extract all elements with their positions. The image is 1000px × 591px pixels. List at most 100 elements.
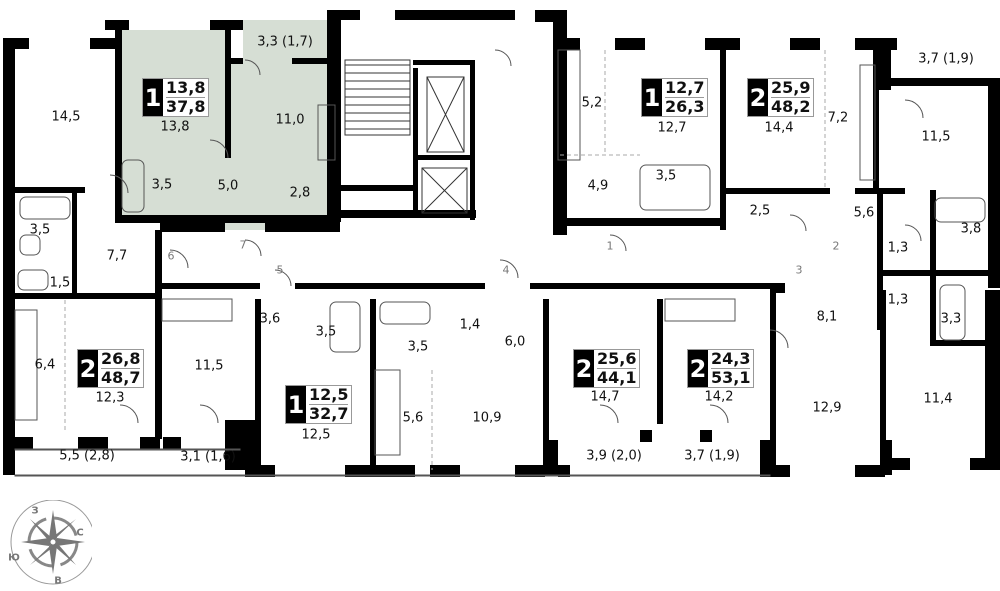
room-area-label: 1,4: [459, 317, 481, 333]
living-area: 13,8: [166, 78, 206, 98]
room-area-label: 5,5 (2,8): [59, 448, 115, 464]
room-area-label: 14,7: [590, 389, 620, 405]
bath-fixture: [121, 159, 145, 213]
room-area-label: 5,0: [217, 178, 239, 194]
room-area-label: 12,3: [95, 390, 125, 406]
room-area-label: 11,5: [921, 129, 951, 145]
room-area-label: 6,0: [504, 334, 526, 350]
wall: [160, 283, 260, 289]
door-swing: [199, 404, 219, 424]
wall: [515, 465, 545, 477]
living-area: 25,6: [597, 349, 637, 369]
bath-fixture: [17, 269, 49, 291]
bath-fixture: [934, 197, 986, 223]
wall: [15, 293, 155, 299]
door-swing: [609, 234, 627, 252]
kitchen-counter: [161, 298, 233, 322]
room-area-label: 3,3 (1,7): [257, 34, 313, 50]
wall: [565, 38, 580, 50]
wall: [988, 78, 1000, 288]
door-swing: [599, 404, 619, 424]
room-area-label: 3,5: [29, 222, 51, 238]
room-area-label: 14,5: [51, 109, 81, 125]
room-area-label: 3,5: [655, 168, 677, 184]
room-area-label: 11,5: [194, 358, 224, 374]
wall: [255, 299, 261, 469]
wall: [930, 340, 1000, 346]
wall: [345, 465, 375, 477]
wall: [873, 50, 879, 190]
wall: [105, 20, 129, 30]
entrance-door-number: 7: [239, 238, 247, 252]
kitchen-counter: [374, 369, 401, 456]
wall: [225, 58, 243, 64]
partitions: [14, 49, 986, 477]
door-swing: [499, 259, 519, 279]
room-area-label: 2,5: [749, 203, 771, 219]
wall: [558, 465, 570, 477]
wall: [855, 38, 897, 50]
door-swing: [789, 214, 807, 232]
wall: [855, 465, 885, 477]
entrance-door-number: 2: [832, 239, 840, 253]
room-area-label: 7,7: [106, 248, 128, 264]
elevator-shaft: [426, 76, 465, 153]
wall: [210, 20, 243, 30]
bath-fixture: [639, 164, 711, 211]
wall: [78, 437, 108, 449]
door-swing: [119, 404, 139, 424]
kitchen-counter: [664, 298, 736, 322]
room-area-label: 3,9 (2,0): [586, 448, 642, 464]
wall: [553, 10, 567, 235]
door-swing: [494, 49, 512, 67]
door-swing: [244, 239, 262, 257]
wall: [760, 465, 790, 477]
wall: [555, 218, 720, 226]
room-area-label: 3,7 (1,9): [918, 51, 974, 67]
room-count: 2: [78, 350, 98, 387]
wall: [640, 430, 652, 442]
living-area: 26,8: [101, 349, 141, 369]
room-area-label: 4,9: [587, 178, 609, 194]
room-area-label: 1,3: [887, 240, 909, 256]
compass-west: З: [31, 505, 39, 517]
room-area-label: 1,3: [887, 292, 909, 308]
wall: [225, 28, 231, 158]
wall: [370, 465, 415, 477]
room-area-label: 5,6: [853, 205, 875, 221]
entrance-door-number: 1: [606, 239, 614, 253]
room-area-label: 6,4: [34, 357, 56, 373]
room-area-label: 3,5: [315, 324, 337, 340]
wall: [880, 458, 910, 470]
wall: [543, 299, 549, 469]
compass-rose: З С Ю В: [8, 499, 96, 587]
door-swing: [274, 269, 292, 287]
elevator-cross: [421, 167, 468, 214]
room-area-label: 12,5: [301, 427, 331, 443]
wall: [770, 283, 785, 293]
room-area-label: 13,8: [160, 119, 190, 135]
kitchen-counter: [14, 309, 38, 421]
entrance-door-number: 5: [276, 263, 284, 277]
highlighted-apartment[interactable]: [120, 20, 327, 230]
wall: [413, 68, 418, 218]
wall: [657, 299, 663, 424]
total-area: 53,1: [711, 368, 751, 387]
wall: [720, 188, 830, 194]
living-area: 12,5: [309, 385, 349, 405]
wall: [370, 299, 376, 469]
living-area: 24,3: [711, 349, 751, 369]
total-area: 26,3: [665, 97, 705, 116]
bath-fixture: [939, 284, 966, 341]
room-area-label: 14,2: [704, 389, 734, 405]
wall: [930, 190, 936, 340]
wall: [245, 465, 275, 477]
wall: [877, 190, 883, 330]
